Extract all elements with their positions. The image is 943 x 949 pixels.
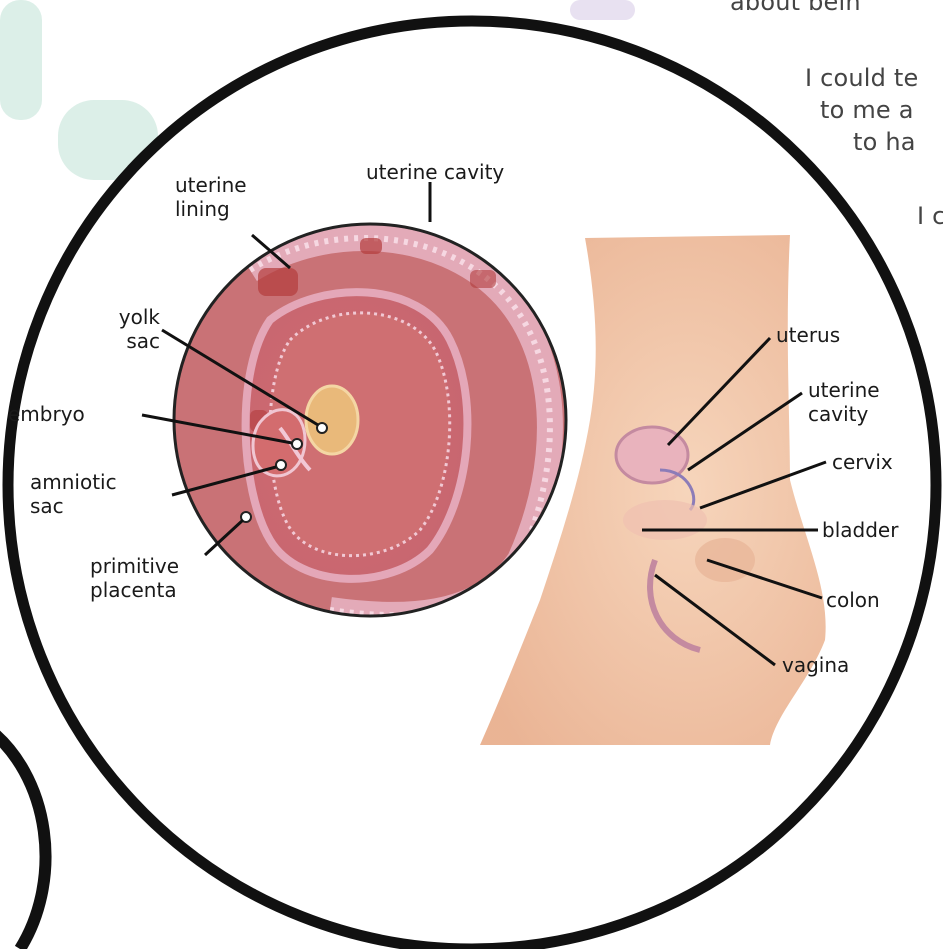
label-line: placenta	[90, 578, 179, 602]
background-text-line: I could te	[805, 64, 919, 92]
label-uterine-cavity-body: uterine cavity	[808, 378, 880, 426]
label-line: sac	[30, 494, 117, 518]
background-text-line: to ha	[853, 128, 916, 156]
label-line: yolk	[100, 305, 160, 329]
background-text-line: I c	[917, 202, 943, 230]
label-uterine-cavity-inset: uterine cavity	[366, 160, 504, 184]
label-yolk-sac: yolk sac	[100, 305, 160, 353]
label-cervix: cervix	[832, 450, 893, 474]
label-amniotic-sac: amniotic sac	[30, 470, 117, 518]
label-primitive-placenta: primitive placenta	[90, 554, 179, 602]
background-text-line: to me a	[820, 96, 914, 124]
label-line: uterine	[175, 173, 247, 197]
label-line: primitive	[90, 554, 179, 578]
label-colon: colon	[826, 588, 880, 612]
label-bladder: bladder	[822, 518, 898, 542]
background-text-line: about bein	[730, 0, 861, 16]
label-line: lining	[175, 197, 247, 221]
label-embryo: embryo	[8, 402, 85, 426]
label-uterine-lining: uterine lining	[175, 173, 247, 221]
label-line: amniotic	[30, 470, 117, 494]
partial-circle-outline	[0, 730, 46, 949]
label-line: cavity	[808, 402, 880, 426]
label-line: sac	[100, 329, 160, 353]
label-line: uterine	[808, 378, 880, 402]
label-vagina: vagina	[782, 653, 849, 677]
label-uterus: uterus	[776, 323, 840, 347]
